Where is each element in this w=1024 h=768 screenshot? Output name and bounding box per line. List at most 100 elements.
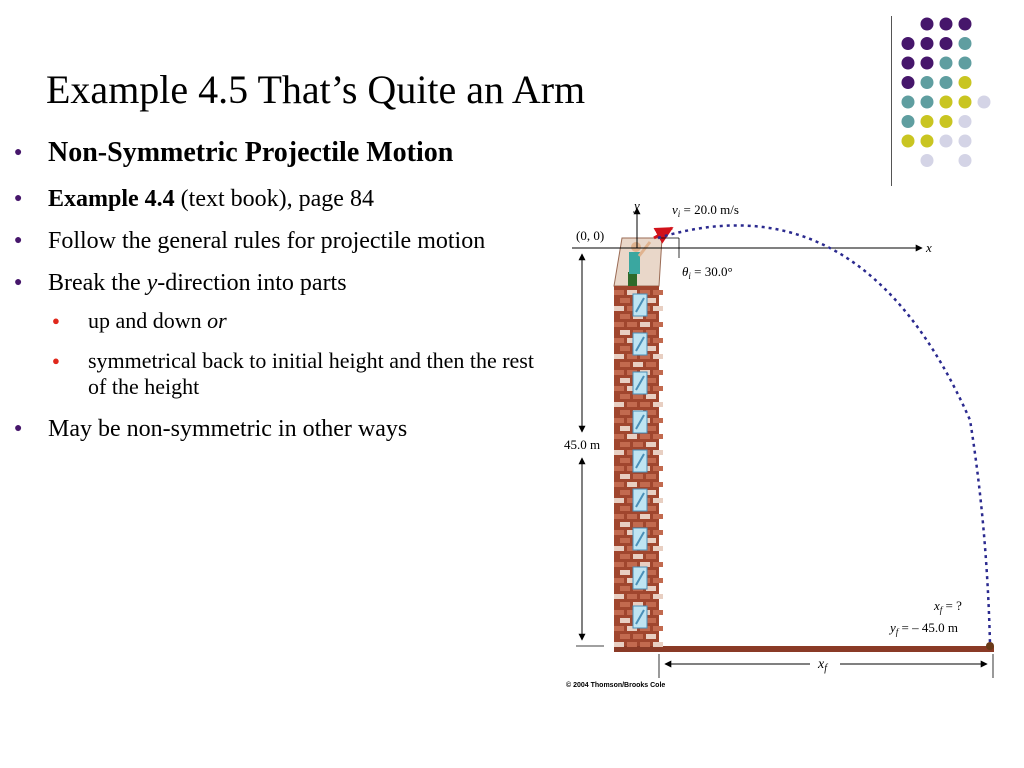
decorative-dot (958, 17, 972, 31)
brick (653, 514, 663, 519)
bullet-marker: ● (14, 233, 23, 248)
bullet-item: ● May be non-symmetric in other ways (14, 416, 554, 442)
brick (627, 386, 637, 391)
range-label: xf (817, 657, 828, 674)
bullet-marker: ● (14, 191, 23, 206)
decorative-dot (958, 95, 972, 109)
brick (620, 314, 630, 319)
brick (620, 394, 630, 399)
decorative-dot (901, 76, 915, 89)
brick (620, 426, 630, 431)
bullet-item: ● Break the y-direction into parts (14, 270, 554, 296)
brick (614, 402, 624, 407)
origin-label: (0, 0) (576, 228, 604, 243)
velocity-vector (653, 226, 674, 244)
brick (646, 634, 656, 639)
brick (620, 554, 630, 559)
decorative-dot (901, 115, 915, 128)
brick (627, 402, 637, 407)
brick (620, 586, 630, 591)
final-x-label: xf = ? (933, 598, 962, 615)
window-glare (635, 375, 645, 391)
brick (640, 514, 650, 519)
brick (646, 474, 656, 479)
brick (646, 426, 656, 431)
sub-bullet-item: ● symmetrical back to initial height and… (52, 348, 554, 400)
window-glare (635, 492, 645, 508)
brick (620, 442, 630, 447)
brick-building (613, 237, 663, 647)
bullet-text-rest: (text book), page 84 (174, 186, 374, 212)
brick (653, 434, 663, 439)
brick (653, 354, 663, 359)
brick (646, 314, 656, 319)
brick (633, 634, 643, 639)
brick (653, 642, 663, 647)
brick (646, 442, 656, 447)
landing-point (986, 642, 994, 650)
brick (653, 498, 663, 503)
brick (627, 482, 637, 487)
window-glare (635, 414, 645, 430)
brick (620, 458, 630, 463)
copyright-text: © 2004 Thomson/Brooks Cole (566, 681, 665, 689)
brick (620, 618, 630, 623)
decorative-dot (958, 154, 972, 167)
decorative-dot (939, 115, 953, 128)
brick (633, 394, 643, 399)
window-glare (635, 570, 645, 586)
brick (620, 362, 630, 367)
brick (646, 378, 656, 383)
brick (653, 322, 663, 327)
sub-bullet-marker: ● (52, 313, 60, 328)
decorative-dot (901, 134, 915, 148)
decorative-dot (920, 115, 934, 128)
brick (653, 370, 663, 375)
brick (627, 370, 637, 375)
bullet-marker: ● (14, 145, 23, 160)
brick (627, 546, 637, 551)
brick (653, 594, 663, 599)
brick (646, 586, 656, 591)
bullet-text: May be non-symmetric in other ways (48, 416, 408, 442)
bullet-text-pre: Break the (48, 270, 147, 296)
brick (653, 482, 663, 487)
brick (627, 498, 637, 503)
brick (646, 410, 656, 415)
trajectory-path (657, 224, 992, 645)
y-axis-label: y (632, 198, 640, 213)
brick (614, 386, 624, 391)
brick (614, 418, 624, 423)
brick (646, 506, 656, 511)
decorative-dot (920, 134, 934, 148)
brick (646, 346, 656, 351)
decorative-dot (901, 37, 915, 50)
decorative-dot (939, 37, 953, 50)
brick (627, 338, 637, 343)
brick (653, 546, 663, 551)
brick (627, 514, 637, 519)
brick (627, 642, 637, 647)
brick (627, 434, 637, 439)
brick (620, 474, 630, 479)
brick (646, 618, 656, 623)
decorative-dot (920, 37, 934, 50)
brick (614, 322, 624, 327)
brick (653, 386, 663, 391)
brick (653, 290, 663, 295)
brick (646, 362, 656, 367)
person-throwing (628, 241, 652, 286)
brick (620, 346, 630, 351)
brick (614, 434, 624, 439)
decorative-dot (958, 56, 972, 70)
decorative-dot (939, 95, 953, 109)
decorative-dot (901, 56, 915, 70)
sub-bullet-text: symmetrical back to initial height and t… (88, 348, 534, 399)
bullet-bold-text: Example 4.4 (48, 186, 175, 212)
decorative-dot (920, 76, 934, 89)
brick (646, 570, 656, 575)
brick (620, 602, 630, 607)
brick (646, 602, 656, 607)
brick (614, 546, 624, 551)
final-y-label: yf = – 45.0 m (888, 620, 958, 637)
